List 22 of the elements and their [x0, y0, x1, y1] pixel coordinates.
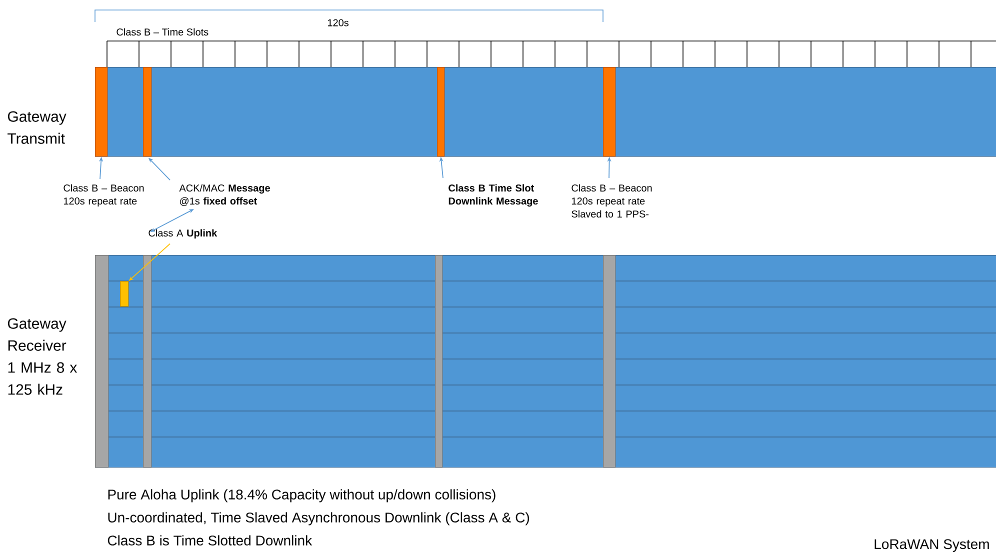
note-text: Class B is Time Slotted Downlink	[108, 535, 312, 546]
message-bar	[437, 67, 445, 157]
beacon-bar	[95, 67, 108, 157]
annotation-text: Class B – Beacon 120s repeat rate Slaved to 1 PPS-	[572, 184, 652, 218]
annotation-text: ACK/MAC Message @1s fixed offset	[179, 184, 270, 206]
dimension-label: 120s	[328, 19, 349, 26]
footer-text: LoRaWAN System	[874, 539, 989, 552]
message-bar	[435, 255, 443, 468]
beacon-bar	[603, 255, 616, 468]
row-label: Class B – Time Slots	[116, 28, 208, 36]
beacon-bar	[95, 255, 109, 468]
band-label: Gateway Transmit	[8, 111, 66, 144]
annotation-text: Class A Uplink	[148, 229, 218, 239]
message-bar	[143, 255, 152, 468]
beacon-bar	[603, 67, 616, 157]
note-text: Un-coordinated, Time Slaved Asynchronous Downlink (Class A & C)	[108, 512, 530, 526]
note-text: Pure Aloha Uplink (18.4% Capacity without up/down collisions)	[108, 489, 496, 502]
uplink-bar	[120, 281, 129, 307]
annotation-text: Class B Time Slot Downlink Message	[448, 184, 538, 207]
message-bar	[143, 67, 152, 157]
annotation-text: Class B – Beacon 120s repeat rate	[64, 184, 144, 207]
band-label: Gateway Receiver 1 MHz 8 x 125 kHz	[8, 318, 78, 395]
